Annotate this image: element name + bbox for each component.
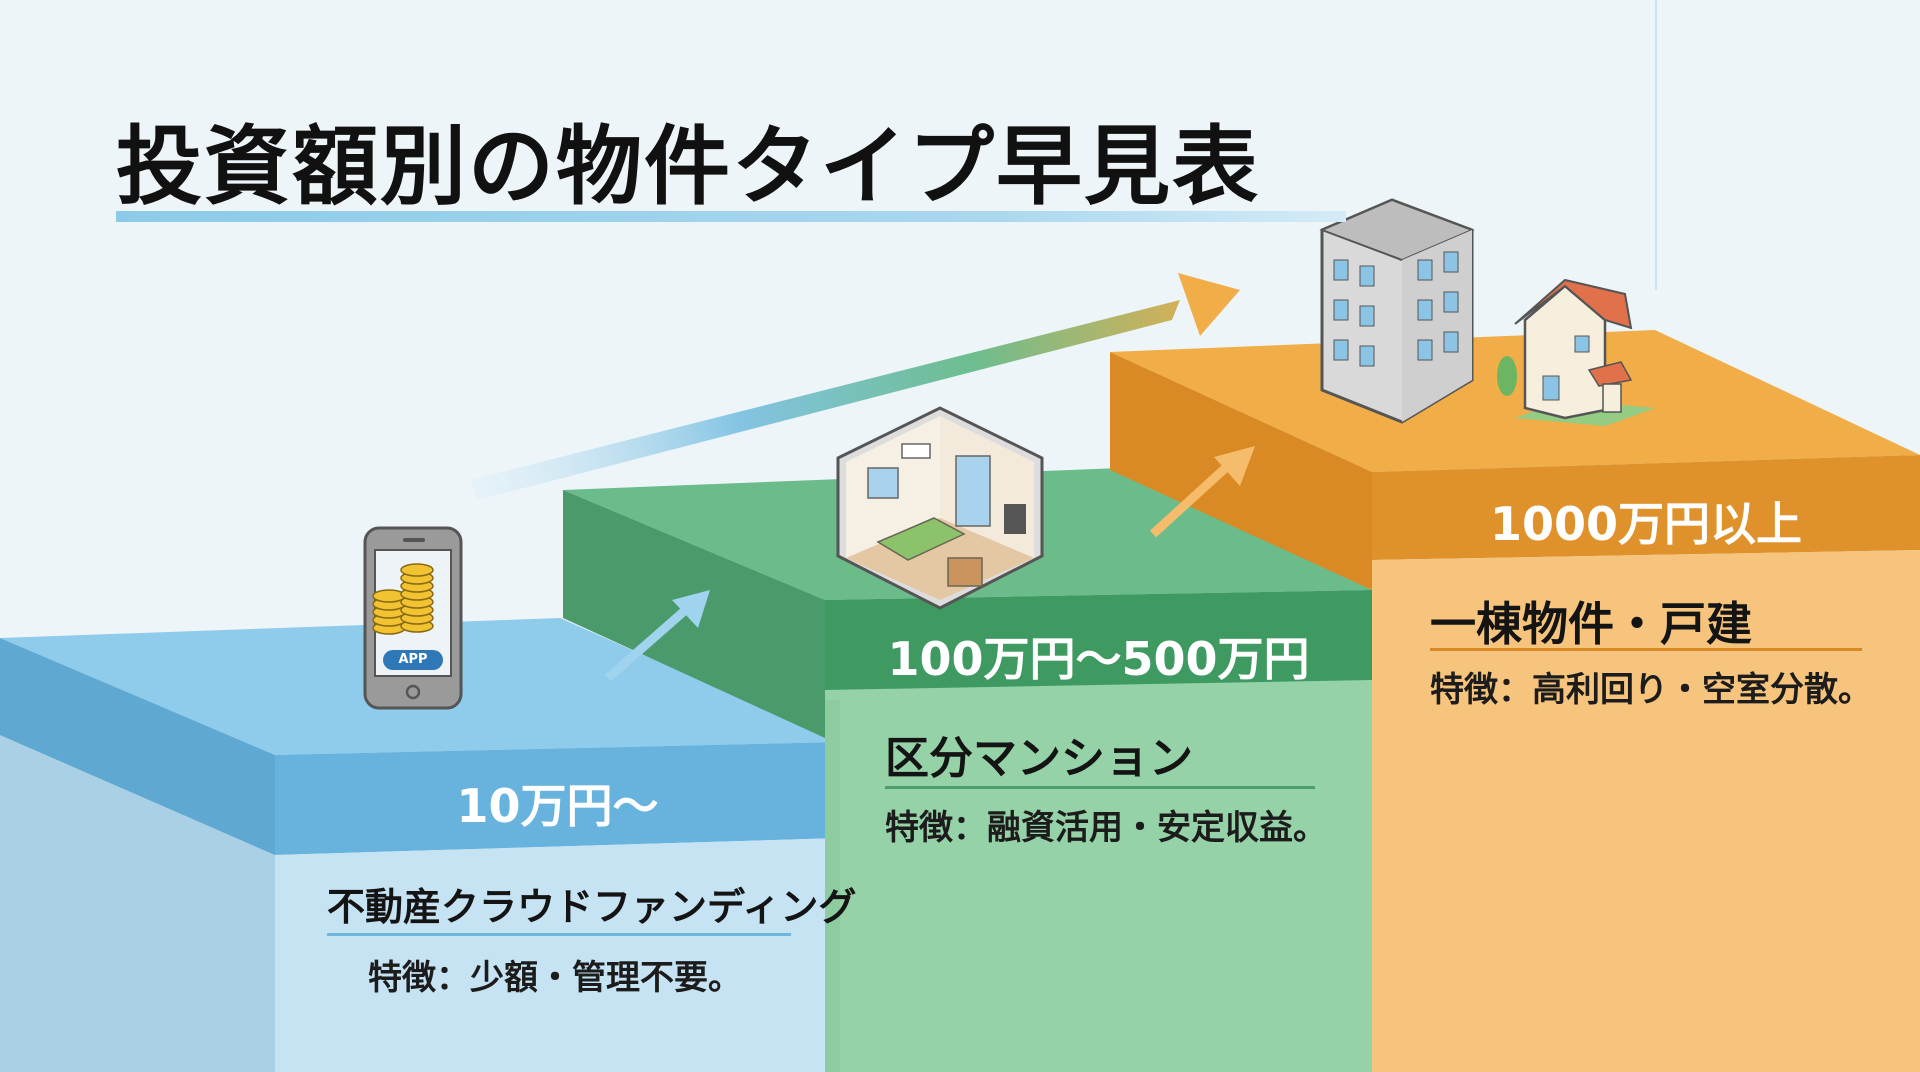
page-title: 投資額別の物件タイプ早見表 [116, 117, 1260, 217]
tier-1-feature: 特徴：少額・管理不要。 [368, 958, 742, 998]
tier-3-price: 1000万円以上 [1489, 497, 1803, 551]
tier-2-type: 区分マンション [885, 733, 1193, 784]
tier-1-divider [327, 933, 791, 936]
tier-2-price: 100万円〜500万円 [887, 632, 1310, 686]
smartphone-app-icon [363, 526, 463, 710]
tier-3-type: 一棟物件・戸建 [1430, 597, 1752, 651]
tier-2-divider [885, 786, 1315, 789]
title-underline [116, 211, 1346, 222]
apartment-room-icon [836, 406, 1044, 610]
app-badge: APP [398, 652, 428, 667]
tier-1-block [0, 618, 840, 1072]
tier-3-feature: 特徴：高利回り・空室分散。 [1430, 670, 1872, 710]
background-line [1655, 0, 1657, 290]
tier-1-type: 不動産クラウドファンディング [327, 885, 857, 929]
step-arrow-orange-icon [1149, 446, 1255, 538]
tier-2-feature: 特徴：融資活用・安定収益。 [885, 808, 1327, 848]
growth-arrow-icon [470, 273, 1240, 500]
tier-1-price: 10万円〜 [456, 779, 659, 833]
tier-3-divider [1430, 648, 1862, 651]
building-and-house-icon [1319, 198, 1655, 426]
step-arrow-blue-icon [605, 590, 710, 682]
